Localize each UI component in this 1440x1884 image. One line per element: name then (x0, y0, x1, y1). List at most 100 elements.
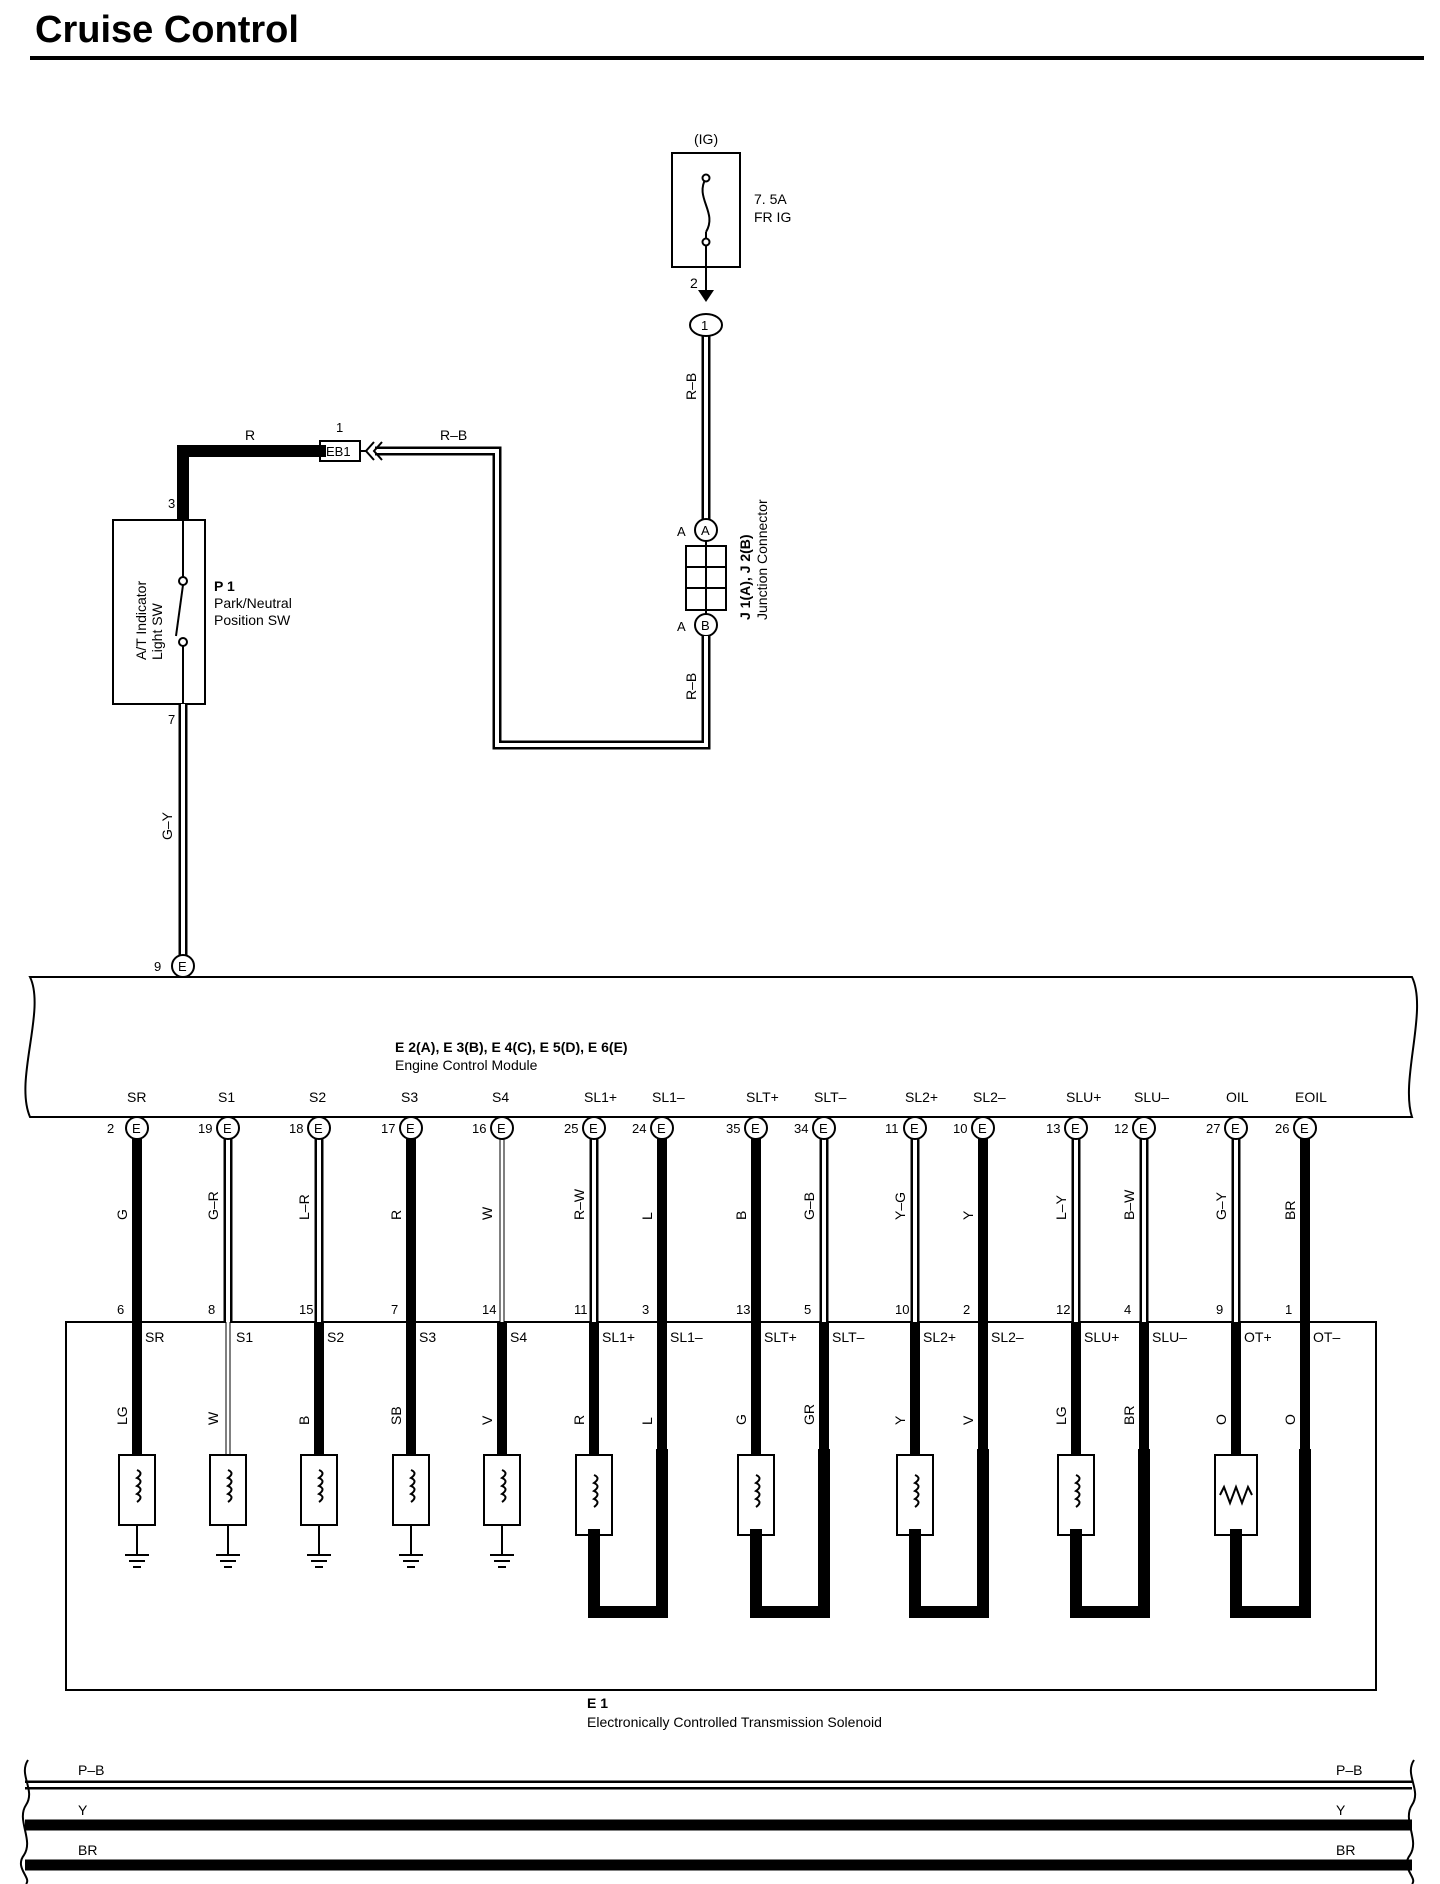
wire-color-label: Y (960, 1210, 976, 1220)
resistor-icon (1219, 1484, 1253, 1506)
solenoid-terminal-label: SL1– (670, 1329, 703, 1345)
solenoid-wire-label: GR (801, 1404, 817, 1425)
ecm-terminal-label: SR (127, 1089, 146, 1105)
ecm-pin-number: 16 (472, 1121, 486, 1136)
solenoid-coil (209, 1454, 247, 1526)
solenoid-terminal-label: S4 (510, 1329, 527, 1345)
solenoid-wire-label: V (479, 1415, 495, 1425)
solenoid-wire-label: V (960, 1415, 976, 1425)
bus-label-left: BR (78, 1842, 97, 1858)
ecm-terminal-label: S1 (218, 1089, 235, 1105)
svg-text:A: A (677, 619, 686, 634)
ecm-terminal-connector (490, 1116, 514, 1140)
solenoid-wire-label: O (1213, 1414, 1229, 1425)
solenoid-return-loop (750, 1449, 830, 1618)
wire-color-label: G–B (801, 1192, 817, 1220)
ecm-terminal-connector (582, 1116, 606, 1140)
solenoid-wire-label: R (571, 1415, 587, 1425)
solenoid-terminal-label: OT+ (1244, 1329, 1272, 1345)
solenoid-terminal-label: SLT– (832, 1329, 865, 1345)
solenoid-pin-number: 5 (804, 1302, 811, 1317)
bus-label-left: Y (78, 1802, 88, 1818)
p1-id: P 1 (214, 578, 235, 594)
solenoid-wire-label: G (733, 1414, 749, 1425)
connector-letter: E (978, 1121, 987, 1136)
wire-color-label: B–W (1121, 1189, 1137, 1220)
solenoid-coil (575, 1454, 613, 1536)
solenoid-terminal-label: SLT+ (764, 1329, 797, 1345)
svg-text:A: A (701, 523, 710, 538)
solenoid-wire-label: B (296, 1416, 312, 1425)
coil-icon (408, 1469, 416, 1503)
fuse-arrow-icon (698, 290, 714, 302)
fuse-pin: 2 (690, 275, 698, 291)
connector-letter: E (910, 1121, 919, 1136)
junction-connector: A A B A J 1(A), J 2(B) Junction Connecto… (677, 499, 770, 637)
solenoid-pin-number: 12 (1056, 1302, 1070, 1317)
svg-text:3: 3 (168, 496, 175, 511)
bus-label-right: Y (1336, 1802, 1346, 1818)
solenoid-id: E 1 (587, 1695, 608, 1711)
wire-label-gy: G–Y (159, 811, 175, 840)
solenoid-coil (392, 1454, 430, 1526)
solenoid-terminal-label: S2 (327, 1329, 344, 1345)
switch-icon (175, 584, 184, 637)
solenoid-terminal-label: SLU+ (1084, 1329, 1119, 1345)
ecm-pin-number: 18 (289, 1121, 303, 1136)
solenoid-pin-number: 1 (1285, 1302, 1292, 1317)
solenoid-pin-number: 9 (1216, 1302, 1223, 1317)
ecm-terminal-connector (125, 1116, 149, 1140)
svg-text:Position SW: Position SW (214, 612, 291, 628)
coil-icon (225, 1469, 233, 1503)
solenoid-terminal-label: SL1+ (602, 1329, 635, 1345)
solenoid-pin-number: 11 (574, 1302, 588, 1317)
ecm-pin-number: 17 (381, 1121, 395, 1136)
ecm-pin-number: 12 (1114, 1121, 1128, 1136)
solenoid-pin-number: 15 (299, 1302, 313, 1317)
fuse-rating: 7. 5A (754, 191, 787, 207)
break-mark-right (1405, 1759, 1417, 1884)
ecm-terminal-connector (399, 1116, 423, 1140)
solenoid-coil (118, 1454, 156, 1526)
solenoid-terminal-label: OT– (1313, 1329, 1340, 1345)
ecm-pin-number: 26 (1275, 1121, 1289, 1136)
ecm-terminal-label: SL1+ (584, 1089, 617, 1105)
ecm-terminal-label: S3 (401, 1089, 418, 1105)
junction-desc: Junction Connector (754, 499, 770, 620)
connector-eb1: EB1 1 (319, 420, 383, 462)
break-mark-left (19, 1759, 31, 1884)
ecm-terminal-label: S4 (492, 1089, 509, 1105)
solenoid-coil (737, 1454, 775, 1536)
wire-color-label: G–Y (1213, 1191, 1229, 1220)
fuse-fr-ig: (IG) 7. 5A FR IG 2 (671, 131, 791, 291)
ecm-terminal-connector (812, 1116, 836, 1140)
wire-label-rb-top: R–B (683, 373, 699, 400)
wire-color-label: L–Y (1053, 1194, 1069, 1220)
connector-letter: E (406, 1121, 415, 1136)
engine-control-module: E 2(A), E 3(B), E 4(C), E 5(D), E 6(E) E… (24, 976, 1419, 1118)
ecm-terminal-label: SLT+ (746, 1089, 779, 1105)
solenoid-pin-number: 6 (117, 1302, 124, 1317)
wire-color-label: L (639, 1212, 655, 1220)
wire-label-rb-bottom: R–B (683, 673, 699, 700)
wire-color-label: R–W (571, 1188, 587, 1220)
solenoid-pin-number: 10 (895, 1302, 909, 1317)
ecm-terminal-label: SL2+ (905, 1089, 938, 1105)
bus-label-left: P–B (78, 1762, 104, 1778)
connector-letter: E (1300, 1121, 1309, 1136)
ecm-name: Engine Control Module (395, 1057, 538, 1073)
solenoid-terminal-label: SL2– (991, 1329, 1024, 1345)
ecm-terminal-label: SLT– (814, 1089, 847, 1105)
solenoid-coil (483, 1454, 521, 1526)
wire-color-label: R (388, 1210, 404, 1220)
connector-letter: E (751, 1121, 760, 1136)
wire-color-label: BR (1282, 1201, 1298, 1220)
solenoid-pin-number: 2 (963, 1302, 970, 1317)
coil-icon (134, 1469, 142, 1503)
ecm-terminal-connector (1224, 1116, 1248, 1140)
solenoid-wire-label: Y (892, 1415, 908, 1425)
ecm-terminal-connector (971, 1116, 995, 1140)
